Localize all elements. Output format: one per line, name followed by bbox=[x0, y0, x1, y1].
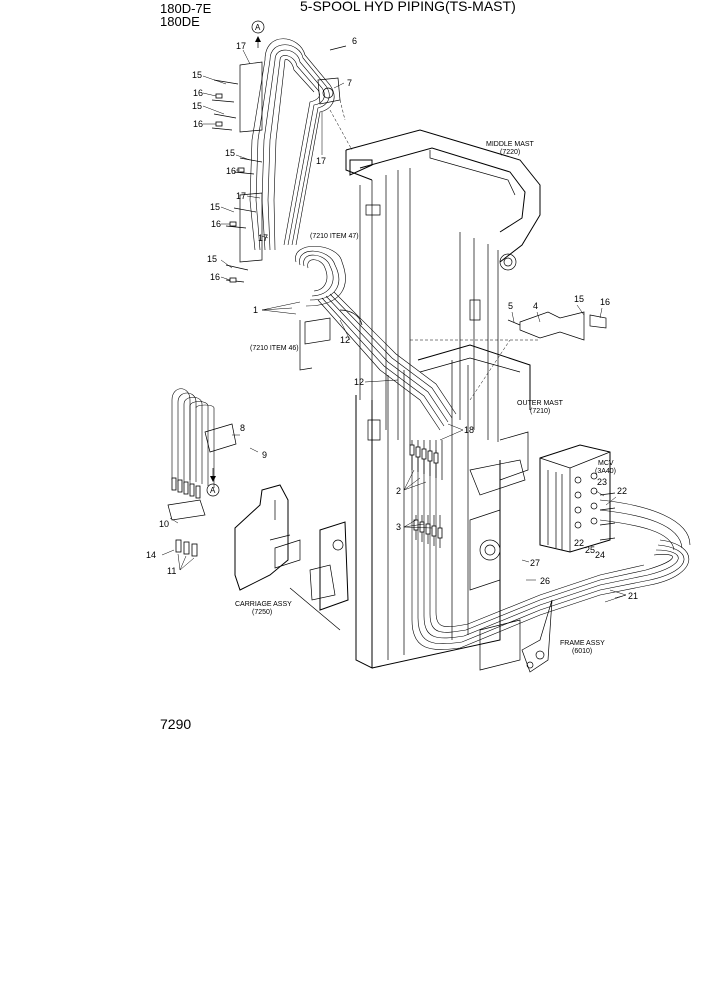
callout-16-b: 16 bbox=[193, 119, 203, 129]
drawing-number: 7290 bbox=[160, 716, 192, 732]
callout-12-b: 12 bbox=[354, 377, 364, 387]
callout-6: 6 bbox=[352, 36, 357, 46]
callout-17-d: 17 bbox=[258, 233, 268, 243]
main-hoses-to-mcv bbox=[411, 450, 691, 650]
middle-mast-ref: (7220) bbox=[500, 149, 520, 156]
callout-21: 21 bbox=[628, 591, 638, 601]
bracket-item-4 bbox=[507, 311, 607, 341]
mcv-label: MCV bbox=[598, 460, 614, 467]
carriage-assembly bbox=[234, 484, 349, 631]
carriage-assy-ref: (7250) bbox=[252, 609, 272, 616]
callout-1: 1 bbox=[253, 305, 258, 315]
frame-assy-ref: (6010) bbox=[572, 648, 592, 655]
callout-14: 14 bbox=[146, 550, 156, 560]
callout-15-c: 15 bbox=[225, 148, 235, 158]
view-marker-a-detail-label: A bbox=[210, 486, 216, 495]
callout-17-c: 17 bbox=[236, 191, 246, 201]
outer-mast-ref: (7210) bbox=[530, 408, 550, 415]
callout-16-e: 16 bbox=[210, 272, 220, 282]
callout-22-b: 22 bbox=[574, 538, 584, 548]
callout-26: 26 bbox=[540, 576, 550, 586]
mcv-ref: (3A40) bbox=[595, 468, 616, 475]
leader-lines bbox=[161, 49, 627, 603]
callout-5: 5 bbox=[508, 301, 513, 311]
view-marker-a-detail: A bbox=[206, 468, 220, 497]
callout-15-b: 15 bbox=[192, 101, 202, 111]
fitting-columns bbox=[409, 440, 443, 548]
callout-8: 8 bbox=[240, 423, 245, 433]
callout-16-c: 16 bbox=[226, 166, 236, 176]
clamp-hardware bbox=[211, 45, 347, 283]
callout-18: 18 bbox=[464, 425, 474, 435]
reference-lines bbox=[329, 99, 540, 401]
upper-hose-loops bbox=[239, 38, 341, 263]
callout-17-a: 17 bbox=[236, 41, 246, 51]
model-line-2: 180DE bbox=[160, 14, 200, 29]
callout-24: 24 bbox=[595, 550, 605, 560]
callout-12-a: 12 bbox=[340, 335, 350, 345]
callout-25: 25 bbox=[585, 545, 595, 555]
detail-view-a bbox=[167, 388, 237, 557]
item-46-ref: (7210 ITEM 46) bbox=[250, 345, 299, 352]
callout-4: 4 bbox=[533, 301, 538, 311]
callout-2: 2 bbox=[396, 486, 401, 496]
callout-27: 27 bbox=[530, 558, 540, 568]
model-line-1: 180D-7E bbox=[160, 1, 212, 16]
callout-16-f: 16 bbox=[600, 297, 610, 307]
page-title: 5-SPOOL HYD PIPING(TS-MAST) bbox=[300, 0, 516, 14]
callout-9: 9 bbox=[262, 450, 267, 460]
outer-mast-label: OUTER MAST bbox=[517, 400, 564, 407]
outer-mast bbox=[355, 344, 531, 671]
callout-16-a: 16 bbox=[193, 88, 203, 98]
frame-bracket bbox=[521, 599, 553, 673]
callout-23: 23 bbox=[597, 477, 607, 487]
callout-16-d: 16 bbox=[211, 219, 221, 229]
view-marker-a-top: A bbox=[251, 20, 265, 48]
view-marker-a-top-label: A bbox=[255, 23, 261, 32]
carriage-assy-label: CARRIAGE ASSY bbox=[235, 601, 292, 608]
item-47-ref: (7210 ITEM 47) bbox=[310, 233, 359, 240]
callout-10: 10 bbox=[159, 519, 169, 529]
middle-mast bbox=[345, 129, 541, 445]
callout-15-e: 15 bbox=[207, 254, 217, 264]
callout-15-f: 15 bbox=[574, 294, 584, 304]
callout-15-a: 15 bbox=[192, 70, 202, 80]
callout-11: 11 bbox=[167, 566, 176, 576]
callout-7: 7 bbox=[347, 78, 352, 88]
lower-hose-coils bbox=[295, 245, 457, 431]
mcv-valve bbox=[539, 444, 616, 553]
frame-assy-label: FRAME ASSY bbox=[560, 640, 605, 647]
callout-17-b: 17 bbox=[316, 156, 326, 166]
callout-22-a: 22 bbox=[617, 486, 627, 496]
callout-3: 3 bbox=[396, 522, 401, 532]
middle-mast-label: MIDDLE MAST bbox=[486, 141, 535, 148]
callout-15-d: 15 bbox=[210, 202, 220, 212]
